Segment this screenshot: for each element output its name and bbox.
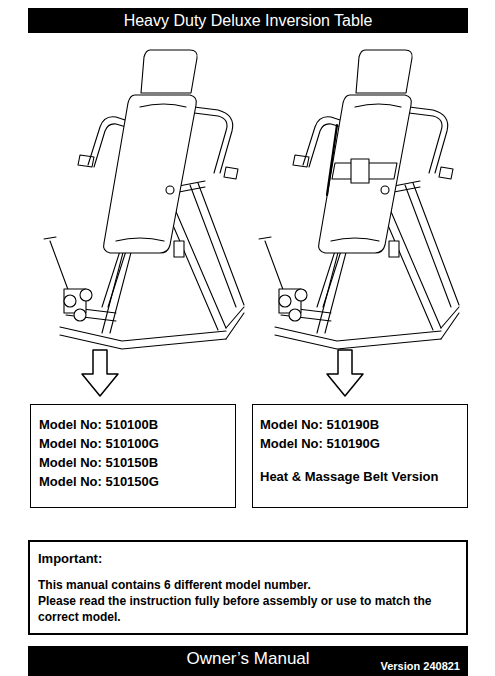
frame-stroke — [383, 193, 441, 328]
frame-stroke — [226, 313, 244, 339]
pad-seam — [331, 238, 379, 241]
frame-stroke — [405, 185, 451, 307]
frame-stroke — [194, 107, 233, 173]
frame-stroke — [441, 313, 459, 339]
belt-cable — [327, 125, 337, 195]
frame-stroke — [224, 167, 238, 179]
frame-stroke — [108, 251, 126, 307]
node-text: Important: — [38, 550, 458, 567]
node-text: Model No: 510190G — [260, 434, 460, 453]
frame-stroke — [190, 185, 236, 307]
frame-stroke — [66, 315, 116, 321]
pivot-knob — [381, 186, 389, 194]
frame-stroke — [439, 167, 453, 179]
frame-stroke — [44, 237, 56, 239]
pad-seam — [355, 104, 401, 107]
frame-stroke — [78, 155, 94, 167]
frame-stroke — [281, 315, 331, 321]
back-pad — [319, 95, 412, 253]
ankle-roller — [289, 309, 301, 321]
inversion-table-drawing — [44, 50, 244, 349]
down-arrow — [327, 350, 363, 396]
frame-stroke — [60, 327, 226, 341]
footer-band: Owner’s ManualVersion 240821 — [28, 646, 468, 676]
pad-seam — [116, 238, 164, 241]
down-arrow — [82, 350, 118, 396]
ankle-roller — [295, 289, 307, 301]
node-text: Model No: 510150B — [39, 453, 227, 472]
node-text: Model No: 510100B — [39, 415, 227, 434]
model-box: Important: This manual contains 6 differe… — [28, 540, 468, 635]
title-band: Heavy Duty Deluxe Inversion Table — [28, 8, 468, 33]
back-pad — [104, 95, 197, 253]
pad-seam — [140, 104, 186, 107]
frame-stroke — [50, 241, 70, 295]
node-text: This manual contains 6 different model n… — [38, 577, 458, 593]
angle-pin — [174, 241, 184, 257]
frame-stroke — [259, 237, 271, 239]
node-text: Model No: 510150G — [39, 472, 227, 491]
ankle-roller — [64, 295, 76, 307]
node-text: Heat & Massage Belt Version — [260, 467, 460, 486]
ankle-roller — [80, 289, 92, 301]
frame-stroke — [275, 335, 441, 349]
model-box: Model No: 510100BModel No: 510100GModel … — [30, 404, 236, 508]
headrest — [356, 50, 412, 93]
pivot-knob — [166, 186, 174, 194]
angle-pin — [389, 241, 399, 257]
ankle-roller — [279, 295, 291, 307]
frame-stroke — [413, 183, 459, 305]
frame-stroke — [323, 251, 341, 307]
node-text: Version 240821 — [380, 659, 460, 673]
frame-stroke — [275, 327, 441, 341]
frame-stroke — [168, 193, 226, 328]
frame-stroke — [293, 155, 309, 167]
node-text: Model No: 510100G — [39, 434, 227, 453]
headrest — [141, 50, 197, 93]
frame-stroke — [60, 335, 226, 349]
frame-stroke — [265, 241, 285, 295]
belt-controller — [351, 159, 369, 183]
node-text: Please read the instruction fully before… — [38, 593, 458, 625]
model-box: Model No: 510190BModel No: 510190G Heat &… — [252, 404, 468, 508]
title-text: Heavy Duty Deluxe Inversion Table — [34, 11, 462, 30]
frame-stroke — [198, 183, 244, 305]
frame-stroke — [409, 107, 448, 173]
inversion-table-drawing — [259, 50, 459, 349]
node-text: Model No: 510190B — [260, 415, 460, 434]
ankle-roller — [74, 309, 86, 321]
